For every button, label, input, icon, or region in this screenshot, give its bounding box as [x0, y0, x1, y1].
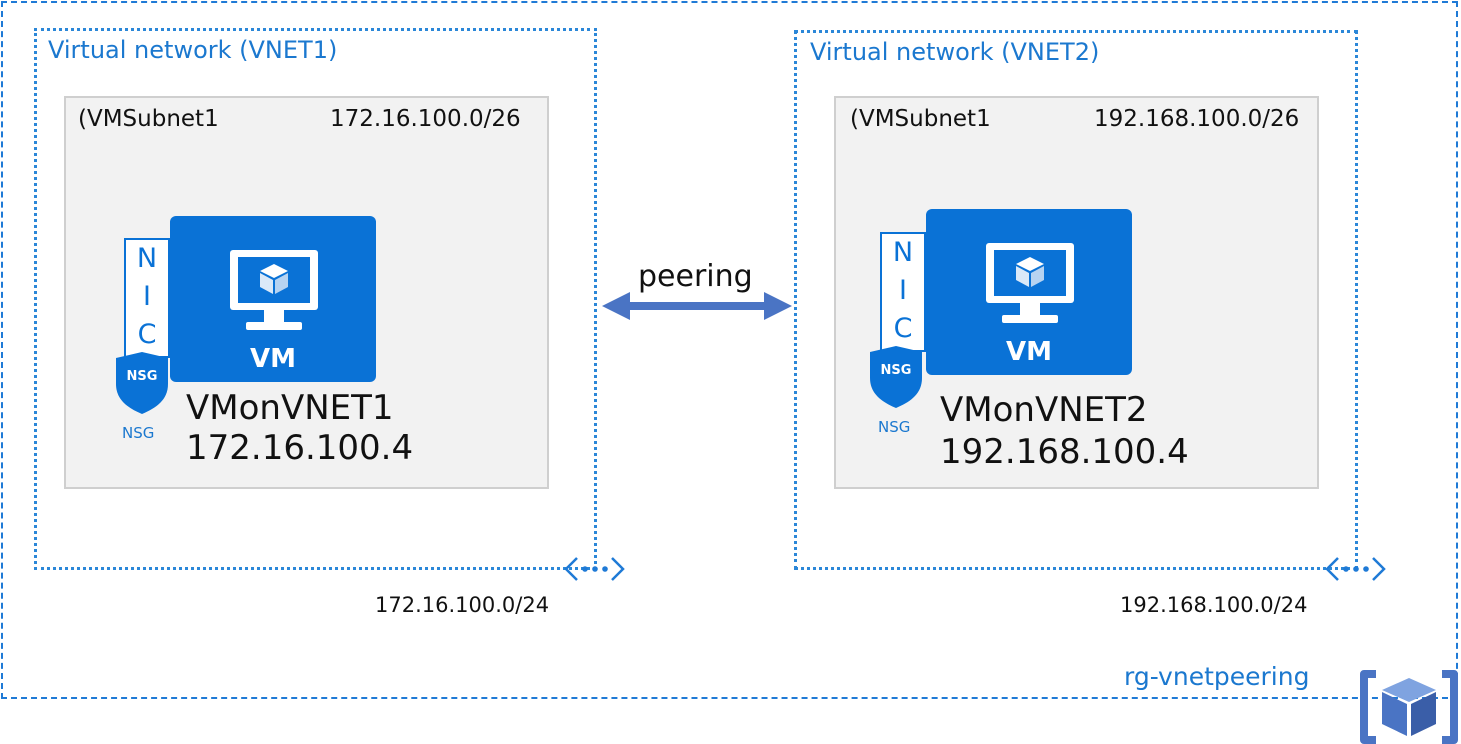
vnet2-nsg-caption: NSG: [878, 418, 911, 436]
vnet1-nsg-caption: NSG: [122, 424, 155, 442]
vnet1-title: Virtual network (VNET1): [48, 36, 338, 64]
nic-letter: N: [892, 237, 914, 268]
vnet2-vm-name: VMonVNET2: [940, 390, 1148, 430]
vnet2-address-space: 192.168.100.0/24: [1120, 593, 1308, 617]
vnet2-subnet-prefix: 192.168.100.0/26: [1094, 106, 1300, 132]
vnet1-peering-connector-icon: [564, 557, 625, 581]
vnet1-nsg-badge: NSG: [127, 369, 158, 384]
vnet1-vm-ip: 172.16.100.4: [186, 428, 414, 468]
vnet2-nic: N I C: [880, 232, 926, 352]
monitor-icon: [230, 250, 318, 330]
nic-letter: I: [899, 275, 907, 306]
vnet1-vm-icon: VM: [170, 216, 376, 382]
vnet2-vm-icon: VM: [926, 209, 1132, 375]
vnet1-nsg-shield-icon: NSG: [116, 352, 168, 414]
vnet1-nic: N I C: [124, 238, 170, 358]
resource-group-label: rg-vnetpeering: [1124, 662, 1310, 691]
nic-letter: C: [137, 319, 157, 350]
vnet1-vm-name: VMonVNET1: [186, 388, 394, 428]
vnet2-vm-tile-label: VM: [1006, 337, 1052, 367]
vnet2-boundary: [794, 30, 1358, 570]
vnet1-subnet-prefix: 172.16.100.0/26: [330, 106, 521, 132]
vnet2-peering-connector-icon: [1325, 557, 1386, 581]
nic-letter: N: [136, 243, 158, 274]
vnet2-vm-ip: 192.168.100.4: [940, 432, 1189, 472]
monitor-icon: [986, 243, 1074, 323]
resource-group-icon: [1360, 670, 1458, 744]
nic-letter: C: [893, 313, 913, 344]
vnet2-nsg-badge: NSG: [881, 363, 912, 378]
peering-arrow-icon: [602, 292, 792, 320]
vnet2-subnet-name: (VMSubnet1: [850, 106, 991, 132]
resource-group-boundary: [1, 1, 1458, 699]
vnet2-nsg-shield-icon: NSG: [870, 346, 922, 408]
peering-label: peering: [638, 259, 753, 294]
vnet1-vm-tile-label: VM: [250, 344, 296, 374]
vnet1-boundary: [34, 28, 597, 570]
vnet2-title: Virtual network (VNET2): [810, 38, 1100, 66]
vnet1-subnet-name: (VMSubnet1: [78, 106, 219, 132]
nic-letter: I: [143, 281, 151, 312]
vnet1-address-space: 172.16.100.0/24: [375, 593, 550, 617]
